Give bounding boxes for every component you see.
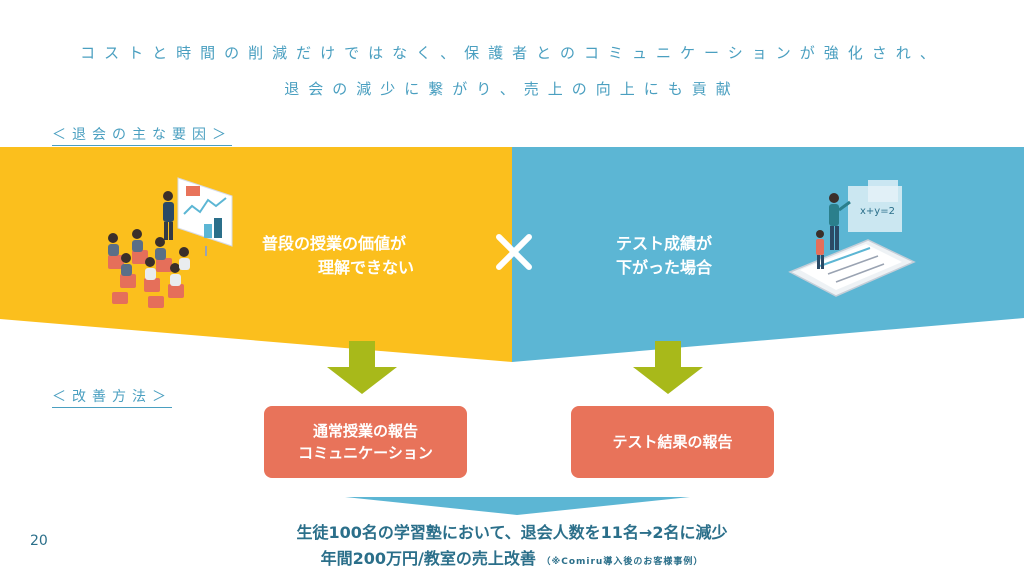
classroom-lecture-icon: [108, 177, 233, 308]
reason-left-line-2: 理解できない: [318, 258, 415, 277]
reason-right-line-2: 下がった場合: [616, 258, 713, 277]
reason-panel-left: [0, 147, 512, 362]
reason-right-line-1: テスト成績が: [616, 234, 713, 253]
improvement-communication-line-2: コミュニケーション: [298, 444, 433, 462]
improvement-test-report-label: テスト結果の報告: [612, 433, 733, 451]
funnel-arrow: [345, 497, 690, 515]
reason-left-line-1: 普段の授業の価値が: [262, 234, 407, 253]
down-arrow-icon: [327, 341, 397, 394]
improvement-communication-box: 通常授業の報告 コミュニケーション: [264, 406, 467, 478]
down-arrow-icon: [633, 341, 703, 394]
result-note: （※Comiru導入後のお客様事例）: [541, 557, 704, 567]
page-number: 20: [30, 533, 48, 549]
headline-line-1: コストと時間の削減だけではなく、保護者とのコミュニケーションが強化され、: [80, 44, 944, 62]
result-line-2: 年間200万円/教室の売上改善 （※Comiru導入後のお客様事例）: [0, 545, 1024, 569]
improvement-test-report-box: テスト結果の報告: [571, 406, 774, 478]
result-line-1: 生徒100名の学習塾において、退会人数を11名→2名に減少: [296, 523, 728, 542]
result-line-2-main: 年間200万円/教室の売上改善: [320, 549, 536, 568]
svg-text:x+y=2: x+y=2: [860, 206, 895, 217]
reason-right-text: テスト成績が 下がった場合: [616, 232, 712, 280]
improvement-communication-line-1: 通常授業の報告: [312, 422, 418, 440]
section-label-reasons: ＜退会の主な要因＞: [52, 124, 232, 146]
cross-icon: [496, 234, 532, 270]
tablet-math-icon: x+y=2: [788, 180, 916, 297]
headline-line-2: 退会の減少に繋がり、売上の向上にも貢献: [284, 80, 740, 98]
reason-panel-right: [512, 147, 1024, 362]
reason-left-text: 普段の授業の価値が 理解できない: [262, 232, 414, 280]
section-label-methods: ＜改善方法＞: [52, 386, 172, 408]
